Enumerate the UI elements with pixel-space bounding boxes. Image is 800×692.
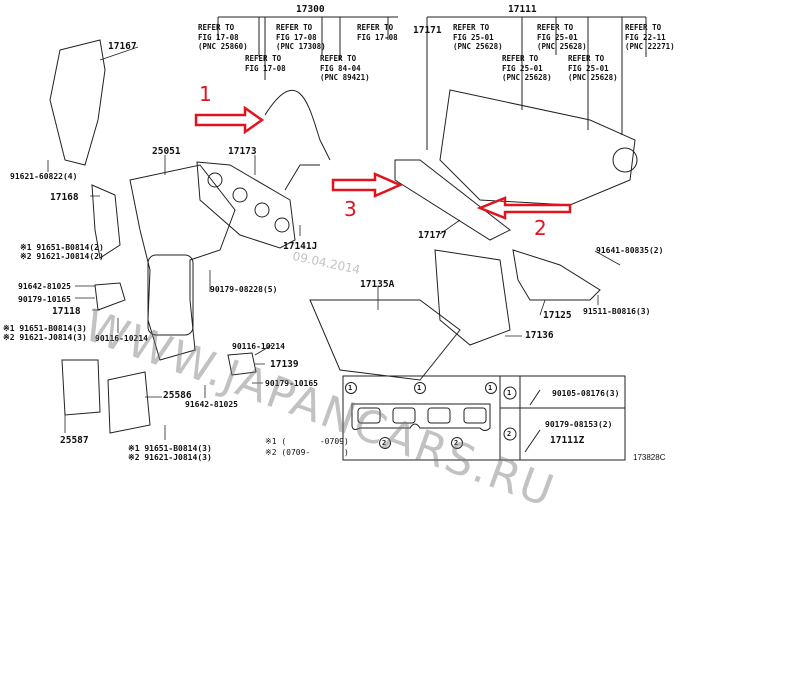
part-label: 17171 <box>413 25 442 36</box>
callout: 2 <box>454 439 459 447</box>
date-note: ※1 ( -0709) <box>265 437 349 446</box>
gasket-17177-shape <box>394 159 511 241</box>
insulator-17135A-shape <box>309 299 461 381</box>
detail-table <box>342 375 626 461</box>
refer-note: REFER TO FIG 84-04 (PNC 89421) <box>320 54 370 82</box>
annotation-number: 2 <box>534 216 547 240</box>
callout: 2 <box>382 439 387 447</box>
gasket-17173-shape <box>196 161 296 249</box>
vacuum-hose-shape <box>264 89 331 191</box>
refer-note: REFER TO FIG 17-08 (PNC 25860) <box>198 23 248 51</box>
insulator-25587-shape <box>61 359 101 416</box>
part-label: 90179-10165 <box>265 379 318 388</box>
part-label: 17167 <box>108 41 137 52</box>
heat-insulator-17167-shape <box>49 39 106 166</box>
red-arrows <box>194 105 572 220</box>
part-label: 90179-10165 <box>18 295 71 304</box>
refer-note: REFER TO FIG 25-01 (PNC 25628) <box>537 23 587 51</box>
arrow-3 <box>331 172 404 198</box>
intake-manifold-shape <box>439 89 636 206</box>
table-row-number: 2 <box>507 430 512 438</box>
bracket-17111 <box>426 16 647 150</box>
part-label: 91642-81025 <box>185 400 238 409</box>
annotation-number: 3 <box>344 197 357 221</box>
part-label: 17118 <box>52 306 81 317</box>
part-label: 17135A <box>360 279 395 290</box>
bracket-17300 <box>217 16 398 80</box>
insulator-17136-shape <box>434 249 511 346</box>
part-label: 17168 <box>50 192 79 203</box>
refer-note: REFER TO FIG 25-01 (PNC 25628) <box>568 54 618 82</box>
callout: 1 <box>348 384 353 392</box>
part-label: 90179-08228(5) <box>210 285 278 294</box>
part-label: 91621-60822(4) <box>10 172 78 181</box>
part-label: 91642-81025 <box>18 282 71 291</box>
callout: 1 <box>488 384 493 392</box>
part-label: ※2 91621-J0814(2) <box>20 252 104 261</box>
refer-note: REFER TO FIG 17-08 (PNC 17308) <box>276 23 326 51</box>
refer-note: REFER TO FIG 25-01 (PNC 25628) <box>502 54 552 82</box>
bracket-17118-shape <box>94 282 126 311</box>
refer-note: REFER TO FIG 25-01 (PNC 25628) <box>453 23 503 51</box>
part-label: ※2 91621-J0814(3) <box>128 453 212 462</box>
annotation-number: 1 <box>199 82 212 106</box>
part-label: 25051 <box>152 146 181 157</box>
part-label: 17139 <box>270 359 299 370</box>
catalytic-converter-shape <box>147 254 194 336</box>
part-label: 91641-80835(2) <box>596 246 664 255</box>
arrow-1 <box>194 105 265 135</box>
date-note: ※2 (0709- ) <box>265 448 349 457</box>
part-label: 91511-B0816(3) <box>583 307 651 316</box>
part-label: 17177 <box>418 230 447 241</box>
stay-17125-shape <box>512 249 601 301</box>
part-label: 90116-10214 <box>232 342 285 351</box>
part-label: ※1 91651-B0814(2) <box>20 243 104 252</box>
insulator-25586-shape <box>107 371 151 434</box>
arrow-2 <box>476 196 572 220</box>
part-label: 90179-08153(2) <box>545 420 613 429</box>
refer-note: REFER TO FIG 17-08 <box>245 54 286 73</box>
part-label: 17125 <box>543 310 572 321</box>
part-label: 90105-08176(3) <box>552 389 620 398</box>
group-label-17300: 17300 <box>296 4 325 15</box>
part-label: 17136 <box>525 330 554 341</box>
part-label: ※1 91651-B0814(3) <box>128 444 212 453</box>
part-label: 17111Z <box>550 435 585 446</box>
gasket-detail-shape <box>351 403 491 431</box>
part-label: 90116-10214 <box>95 334 148 343</box>
table-row-number: 1 <box>507 389 512 397</box>
part-label: ※1 91651-B0814(3) <box>3 324 87 333</box>
bracket-17139-shape <box>227 352 257 376</box>
refer-note: REFER TO FIG 22-11 (PNC 22271) <box>625 23 675 51</box>
illustration-id: 173828C <box>633 453 666 462</box>
group-label-17111: 17111 <box>508 4 537 15</box>
part-label: 25586 <box>163 390 192 401</box>
callout: 1 <box>417 384 422 392</box>
insulator-17168-shape <box>91 184 121 259</box>
part-label: 17173 <box>228 146 257 157</box>
refer-note: REFER TO FIG 17-08 <box>357 23 398 42</box>
part-label: 25587 <box>60 435 89 446</box>
part-label: ※2 91621-J0814(3) <box>3 333 87 342</box>
part-label: 17141J <box>283 241 318 252</box>
